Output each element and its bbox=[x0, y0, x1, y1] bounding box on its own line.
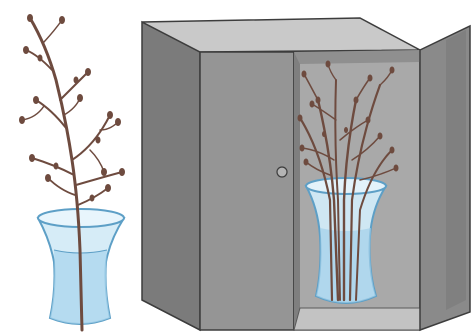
cabinet-door-knob bbox=[277, 167, 287, 177]
cabinet-left-door bbox=[200, 52, 294, 330]
left-vase-rim bbox=[38, 209, 124, 227]
cabinet-interior-floor bbox=[294, 308, 420, 330]
cabinet bbox=[142, 18, 470, 330]
cabinet-side-panel bbox=[142, 22, 200, 330]
